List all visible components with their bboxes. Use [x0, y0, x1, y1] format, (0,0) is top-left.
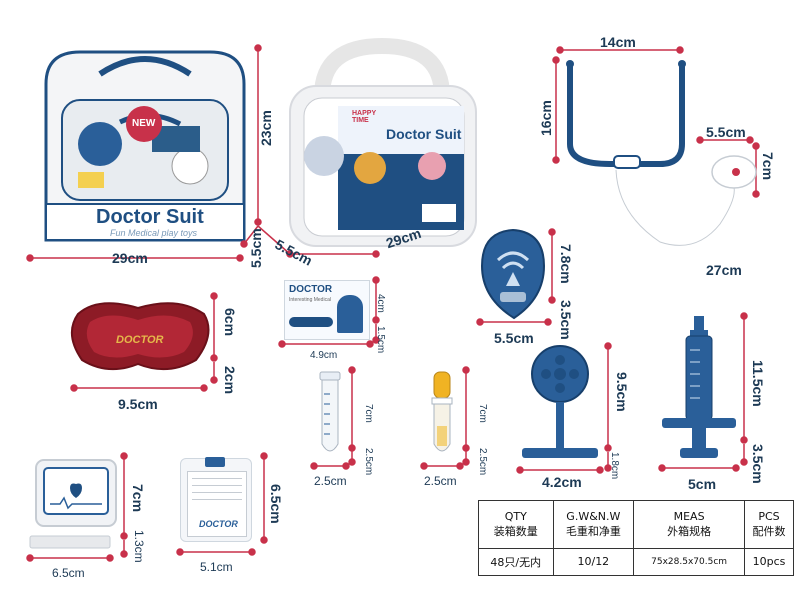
card-subtitle: Interesting Medical	[289, 297, 331, 303]
test-tube	[319, 371, 341, 452]
carry-case: HAPPY TIME Doctor Suit	[282, 36, 480, 248]
box-height-label: 23cm	[258, 110, 274, 146]
spec-value-meas: 75x28.5x70.5cm	[633, 547, 745, 577]
syringe	[662, 316, 736, 458]
clipboard-sheet	[187, 471, 247, 537]
shield-toy	[480, 228, 546, 320]
tube-d-label: 2.5cm	[363, 448, 374, 476]
clipboard-clip	[205, 457, 225, 467]
case-happy-time: HAPPY TIME	[352, 110, 376, 124]
card-stripe	[289, 317, 333, 327]
syringe-w-label: 5cm	[688, 476, 717, 492]
clip-w-label: 5.1cm	[200, 560, 233, 574]
dropper-w-label: 2.5cm	[424, 474, 457, 488]
card-title: DOCTOR	[289, 284, 333, 295]
shield-w-label: 5.5cm	[494, 330, 534, 346]
dropper-d-label: 2.5cm	[477, 448, 488, 476]
tray-d-label: 2cm	[222, 366, 238, 395]
card-avatar	[337, 295, 363, 333]
shield-h-label: 7.8cm	[558, 244, 574, 284]
stethoscope	[566, 60, 757, 249]
kidney-tray	[71, 302, 210, 371]
monitor-w-label: 6.5cm	[52, 566, 85, 580]
case-brand: Doctor Suit	[386, 126, 462, 142]
package-box-drawing	[44, 50, 246, 242]
monitor-toy	[29, 459, 117, 549]
reflex-h-label: 9.5cm	[614, 372, 630, 412]
monitor-d-label: 1.3cm	[132, 530, 146, 563]
steth-chest-w-label: 5.5cm	[706, 124, 746, 140]
tube-h-label: 7cm	[363, 404, 374, 423]
box-width-label: 29cm	[112, 250, 148, 266]
new-badge: NEW	[132, 118, 156, 129]
steth-height-label: 16cm	[538, 100, 554, 136]
tray-w-label: 9.5cm	[118, 396, 158, 412]
tube-w-label: 2.5cm	[314, 474, 347, 488]
shield-d-label: 3.5cm	[558, 300, 574, 340]
monitor-h-label: 7cm	[130, 484, 146, 513]
card-h-label: 4cm	[375, 294, 386, 313]
package-tagline: Fun Medical play toys	[110, 228, 198, 238]
package-brand: Doctor Suit	[96, 206, 204, 228]
dropper-h-label: 7cm	[477, 404, 488, 423]
reflex-d-label: 1.8cm	[609, 452, 620, 480]
carry-case-drawing	[289, 37, 477, 247]
card-d-label: 1.5cm	[375, 326, 386, 354]
dropper	[431, 371, 453, 452]
tray-label: DOCTOR	[116, 334, 164, 346]
reflex-w-label: 4.2cm	[542, 474, 582, 490]
doctor-card: DOCTOR Interesting Medical	[284, 280, 370, 340]
spec-value-row: 48只/无内 10/12 75x28.5x70.5cm 10pcs	[478, 547, 794, 577]
clipboard-card: DOCTOR	[180, 457, 252, 542]
spec-value-pcs: 10pcs	[744, 547, 794, 577]
steth-chest-h-label: 7cm	[760, 152, 776, 181]
steth-tube-label: 27cm	[706, 262, 742, 278]
steth-width-label: 14cm	[600, 34, 636, 50]
reflex-hammer	[522, 345, 598, 458]
clip-h-label: 6.5cm	[268, 484, 284, 524]
card-w-label: 4.9cm	[310, 350, 338, 361]
clipboard-label: DOCTOR	[199, 519, 238, 529]
spec-value-qty: 48只/无内	[478, 547, 554, 577]
spec-value-weight: 10/12	[552, 547, 635, 577]
tray-h-label: 6cm	[222, 308, 238, 337]
package-box: NEW Doctor Suit Fun Medical play toys	[40, 44, 250, 242]
box-depth-label: 5.5cm	[248, 228, 264, 268]
syringe-d-label: 3.5cm	[750, 444, 766, 484]
syringe-h-label: 11.5cm	[750, 360, 766, 407]
